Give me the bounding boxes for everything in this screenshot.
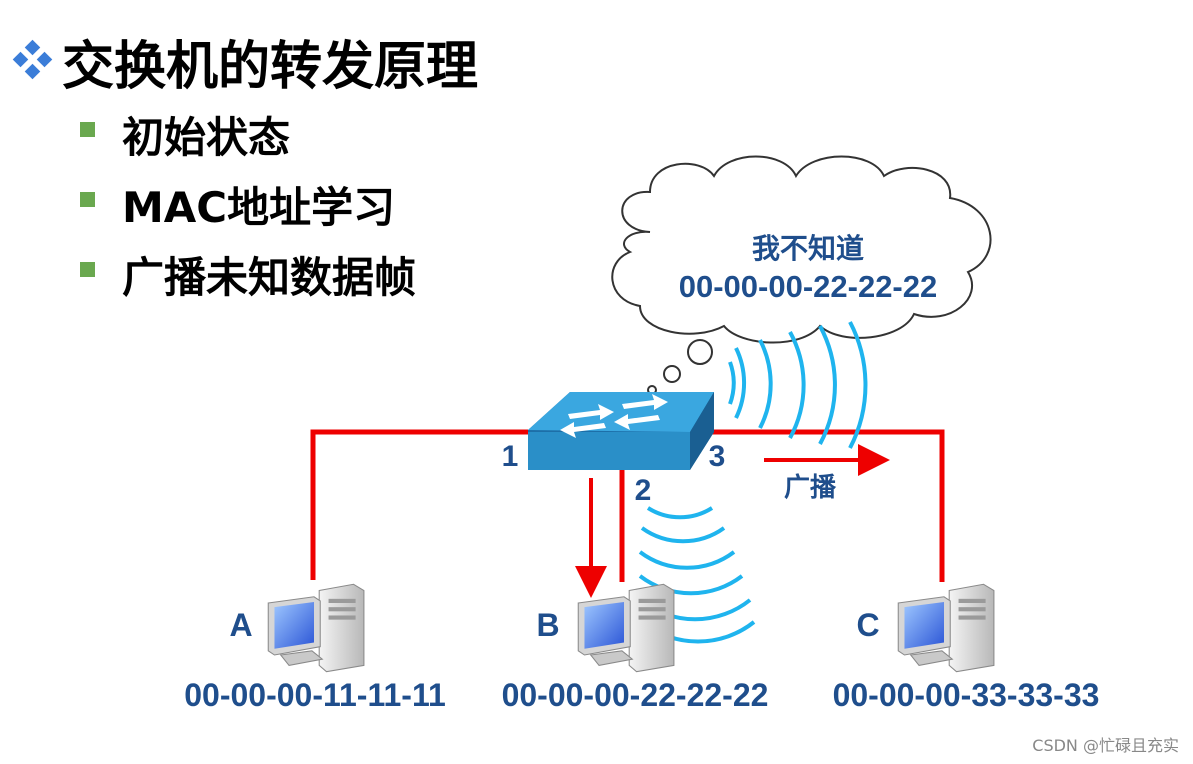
diamond-cluster-icon [12,39,53,80]
host-mac-c: 00-00-00-33-33-33 [833,677,1100,713]
port-label-3: 3 [709,440,726,473]
switch-icon [528,392,714,470]
bullet-initial-state: 初始状态 [122,113,291,162]
host-label-a: A [229,607,252,643]
port-label-2: 2 [635,474,652,507]
cloud-text-line2: 00-00-00-22-22-22 [679,269,938,304]
computer-icon-b [577,583,675,673]
bullet-broadcast-unknown: 广播未知数据帧 [122,253,417,302]
link-port1-to-host-a [310,429,528,580]
bullet-marker [80,192,95,207]
signal-waves-upper [728,321,868,449]
bullet-marker [80,262,95,277]
bullet-marker [80,122,95,137]
thought-cloud [611,155,992,395]
computer-icon-c [897,583,995,673]
host-mac-b: 00-00-00-22-22-22 [502,677,769,713]
host-label-b: B [536,607,559,643]
host-mac-a: 00-00-00-11-11-11 [184,677,446,713]
host-label-c: C [856,607,879,643]
cloud-text-line1: 我不知道 [752,232,864,265]
broadcast-label: 广播 [784,473,837,503]
computer-icon-a [267,583,365,673]
footer-watermark: CSDN @忙碌且充实 [1032,736,1179,755]
link-port3-to-host-c [705,429,945,582]
bullet-mac-learning: MAC地址学习 [122,183,396,232]
port-label-1: 1 [502,440,519,473]
page-title: 交换机的转发原理 [62,37,479,97]
